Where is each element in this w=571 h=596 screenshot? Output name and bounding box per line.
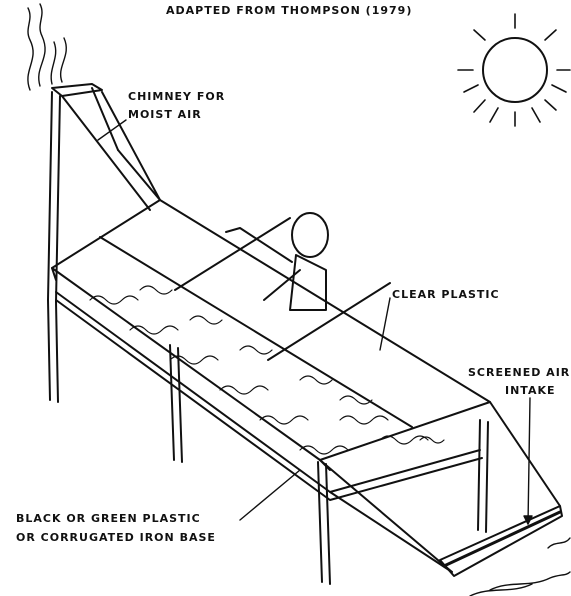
base-label-line-2: OR CORRUGATED IRON BASE — [16, 531, 216, 544]
legs — [47, 299, 489, 585]
air-intake-wisps-icon — [469, 537, 571, 596]
roof-frame — [51, 199, 561, 573]
screened-air-label-line-2: INTAKE — [505, 384, 556, 397]
chimney-label-line-2: MOIST AIR — [128, 108, 202, 121]
chimney-label-line-1: CHIMNEY FOR — [128, 90, 226, 103]
produce-on-tray — [89, 285, 445, 455]
moist-air-wisps-icon — [27, 3, 67, 91]
sun-icon — [457, 13, 571, 127]
drying-tray — [55, 291, 563, 577]
source-caption: ADAPTED FROM THOMPSON (1979) — [166, 4, 413, 17]
person — [225, 212, 329, 311]
label-leaders — [97, 119, 533, 525]
clear-plastic-label: CLEAR PLASTIC — [392, 288, 500, 301]
chimney — [47, 83, 161, 303]
screened-air-label-line-1: SCREENED AIR — [468, 366, 571, 379]
base-label-line-1: BLACK OR GREEN PLASTIC — [16, 512, 201, 525]
